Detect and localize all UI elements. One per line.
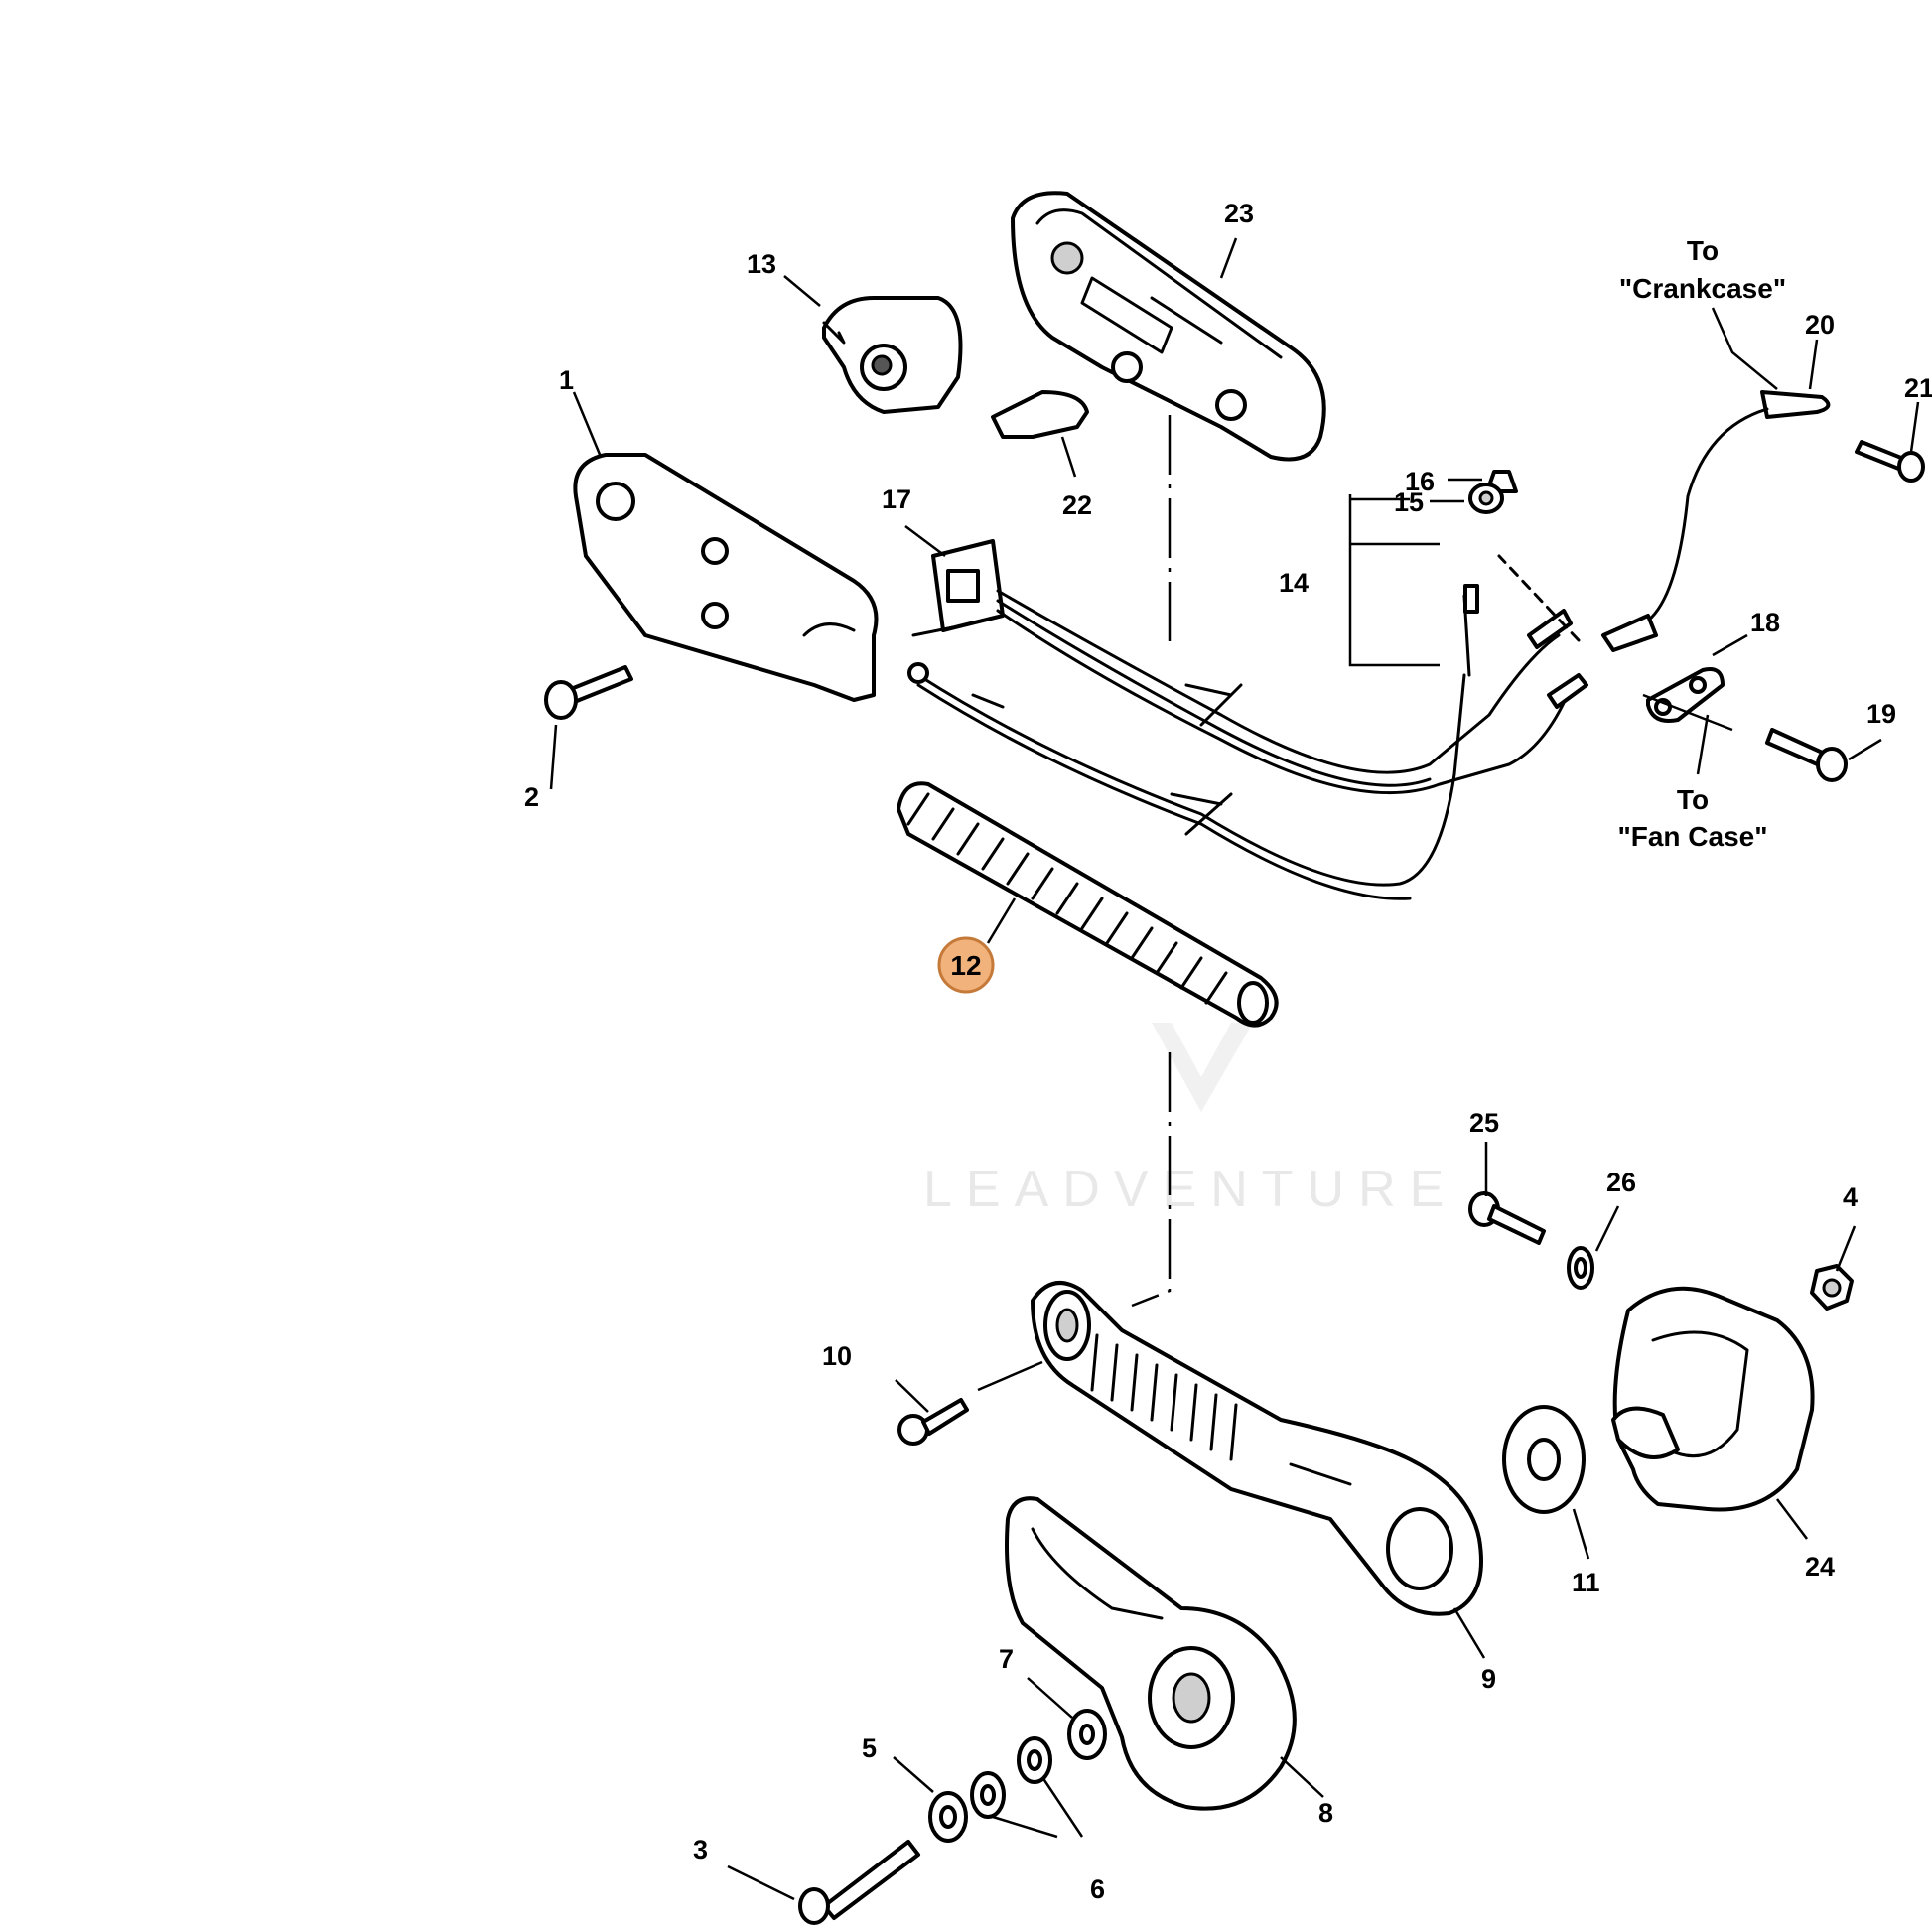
axis-line-lower xyxy=(1131,1052,1172,1308)
connector-part-17[interactable] xyxy=(911,539,1005,637)
callout-circle[interactable] xyxy=(937,936,995,994)
note-crankcase-to: To xyxy=(1687,235,1719,266)
label-15: 15 xyxy=(1394,487,1424,517)
label-8: 8 xyxy=(1318,1798,1333,1828)
screw-part-21[interactable] xyxy=(1855,440,1925,483)
bolt-part-3[interactable] xyxy=(798,1840,920,1925)
label-17: 17 xyxy=(882,484,911,514)
handle-tube-part-9[interactable] xyxy=(1031,1281,1483,1616)
label-3: 3 xyxy=(693,1835,708,1864)
part-labels: 1 2 3 4 5 6 7 8 9 10 11 13 14 15 16 17 1… xyxy=(524,199,1932,1904)
watermark-logo xyxy=(1152,1023,1253,1112)
label-5: 5 xyxy=(862,1733,877,1763)
note-fancase: To "Fan Case" xyxy=(1617,784,1767,852)
washer-part-26[interactable] xyxy=(1567,1246,1594,1290)
label-20: 20 xyxy=(1805,310,1835,340)
label-13: 13 xyxy=(747,249,776,279)
plate-part-18[interactable] xyxy=(1646,667,1725,723)
callout-part-12[interactable]: 12 xyxy=(937,936,995,994)
grip-part-8[interactable] xyxy=(1005,1496,1297,1811)
ground-wire-part-20[interactable] xyxy=(1497,390,1831,652)
label-11: 11 xyxy=(1572,1568,1600,1597)
label-14: 14 xyxy=(1279,568,1309,598)
label-7: 7 xyxy=(999,1644,1014,1674)
screw-part-10[interactable] xyxy=(897,1398,969,1446)
label-21: 21 xyxy=(1904,373,1932,403)
note-fancase-label: "Fan Case" xyxy=(1617,821,1767,852)
leader-lines xyxy=(549,237,1920,1901)
label-4: 4 xyxy=(1843,1182,1858,1212)
label-2: 2 xyxy=(524,782,539,812)
screw-part-25[interactable] xyxy=(1468,1191,1546,1245)
callout-label[interactable]: 12 xyxy=(950,950,981,981)
nut-part-15[interactable] xyxy=(1468,483,1504,514)
bracket-part-24[interactable] xyxy=(1611,1286,1815,1512)
nut-part-4[interactable] xyxy=(1810,1264,1854,1311)
spring-part-12[interactable] xyxy=(897,781,1279,1028)
washer-part-6b[interactable] xyxy=(970,1771,1006,1819)
label-10: 10 xyxy=(822,1341,852,1371)
lever-part-22[interactable] xyxy=(991,390,1089,439)
washer-part-6a[interactable] xyxy=(1017,1736,1052,1784)
screw-part-19[interactable] xyxy=(1765,728,1848,782)
label-19: 19 xyxy=(1866,699,1896,729)
label-24: 24 xyxy=(1805,1552,1835,1582)
label-23: 23 xyxy=(1224,199,1254,228)
label-22: 22 xyxy=(1062,490,1092,520)
label-6: 6 xyxy=(1090,1874,1105,1904)
label-25: 25 xyxy=(1469,1108,1499,1138)
wire-harness-part-14[interactable] xyxy=(907,584,1588,900)
label-16: 16 xyxy=(1405,467,1435,496)
screw-part-2[interactable] xyxy=(544,665,633,720)
label-9: 9 xyxy=(1481,1664,1496,1694)
label-1: 1 xyxy=(559,365,574,395)
handle-cover-part-1[interactable] xyxy=(573,453,879,702)
switch-part-13[interactable] xyxy=(822,296,963,414)
washer-part-7[interactable] xyxy=(1067,1709,1107,1760)
note-crankcase-label: "Crankcase" xyxy=(1619,273,1786,304)
label-18: 18 xyxy=(1750,608,1780,637)
watermark-text: LEADVENTURE xyxy=(923,1161,1457,1218)
washer-part-11[interactable] xyxy=(1502,1405,1586,1514)
washer-part-5[interactable] xyxy=(928,1791,968,1843)
label-26: 26 xyxy=(1606,1168,1636,1197)
note-fancase-to: To xyxy=(1677,784,1709,815)
handle-housing-part-23[interactable] xyxy=(1011,191,1326,462)
note-crankcase: To "Crankcase" xyxy=(1619,235,1786,304)
